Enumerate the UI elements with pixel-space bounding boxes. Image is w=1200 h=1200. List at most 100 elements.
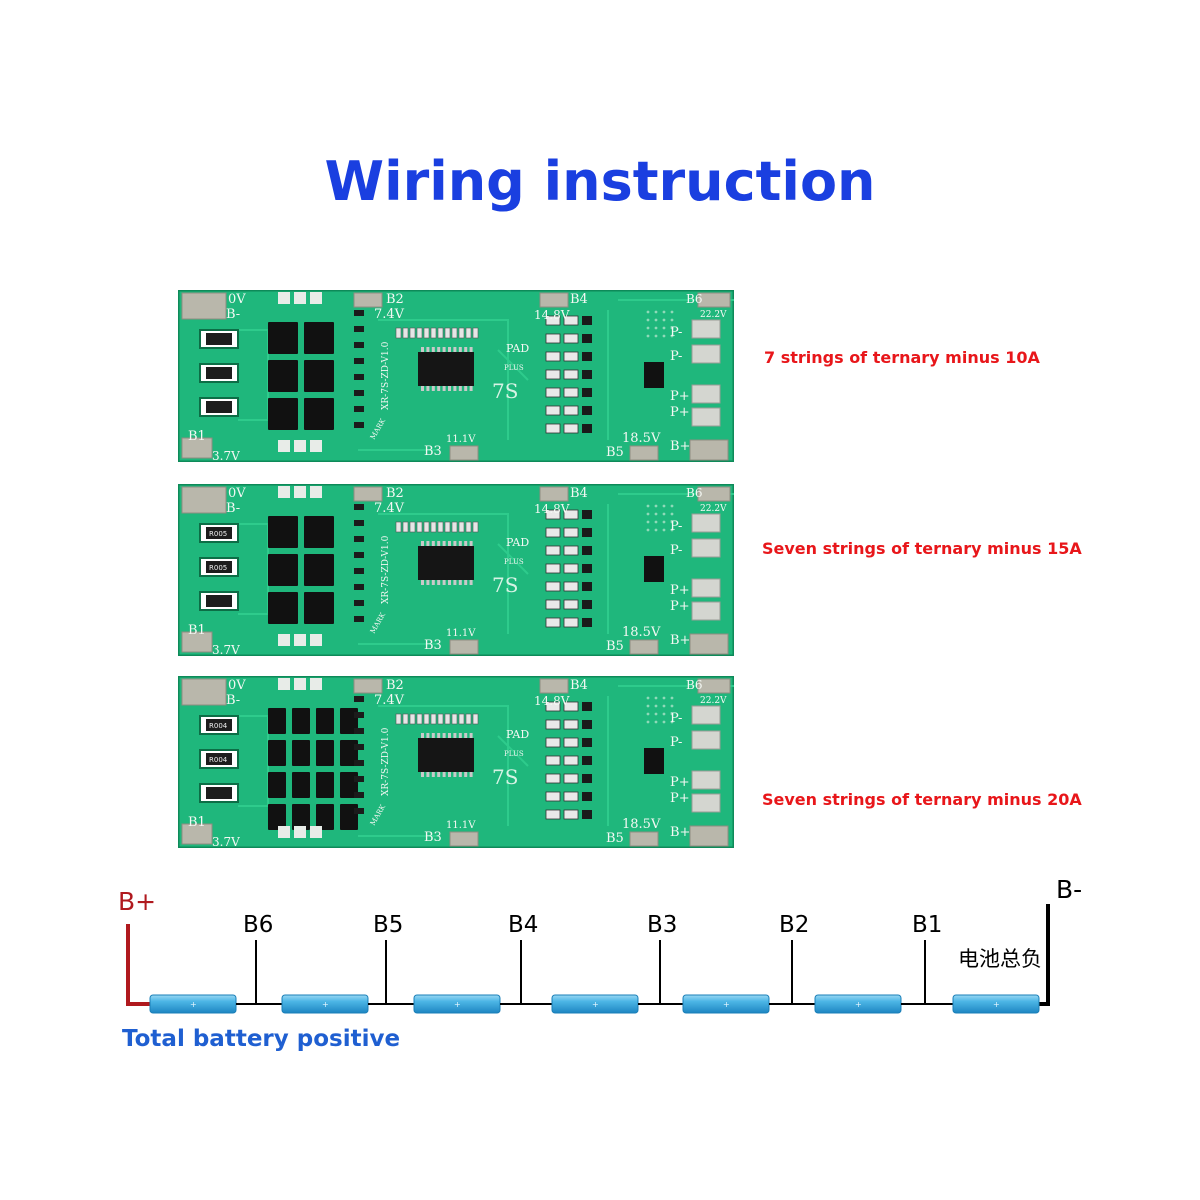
pad-b-plus bbox=[689, 439, 729, 461]
balance-transistor bbox=[582, 352, 592, 361]
balance-resistor bbox=[563, 809, 579, 820]
ic-pin bbox=[437, 733, 441, 738]
label-part-number: XR-7S-ZD-V1.0 bbox=[381, 727, 391, 796]
balance-resistor bbox=[545, 369, 561, 380]
cell-plus-mark: + bbox=[322, 1000, 329, 1009]
via bbox=[670, 318, 674, 322]
balance-resistor bbox=[545, 809, 561, 820]
balance-transistor bbox=[582, 600, 592, 609]
via bbox=[646, 712, 650, 716]
ic-pin bbox=[437, 386, 441, 391]
label-p-plus-2: P+ bbox=[670, 791, 690, 806]
mosfet bbox=[268, 322, 298, 354]
resistor-array bbox=[451, 713, 458, 725]
via bbox=[662, 720, 666, 724]
via bbox=[670, 704, 674, 708]
resistor-array bbox=[423, 521, 430, 533]
smd-pad bbox=[310, 292, 322, 304]
pad-b3 bbox=[449, 831, 479, 847]
resistor-array bbox=[430, 327, 437, 339]
label-p-plus-1: P+ bbox=[670, 389, 690, 404]
resistor-array bbox=[402, 521, 409, 533]
ic-pin bbox=[469, 772, 473, 777]
mosfet bbox=[304, 592, 334, 624]
via bbox=[654, 504, 658, 508]
smd-pad bbox=[294, 292, 306, 304]
protection-ic bbox=[418, 738, 474, 772]
label-model: 7S bbox=[492, 765, 518, 789]
ic-pin bbox=[458, 541, 462, 546]
pcb-drawing: 0VB-B27.4VB414.8VB622.2VP-P-P+P+B+B13.7V… bbox=[178, 290, 734, 462]
resistor-array bbox=[430, 713, 437, 725]
resistor bbox=[354, 520, 364, 526]
label-b5: B5 bbox=[606, 445, 624, 460]
mosfet bbox=[316, 772, 334, 798]
via bbox=[670, 326, 674, 330]
mosfet bbox=[268, 772, 286, 798]
label-p-minus-1: P- bbox=[670, 519, 682, 534]
label-model: 7S bbox=[492, 379, 518, 403]
balance-resistor bbox=[563, 581, 579, 592]
smd-pad bbox=[278, 634, 290, 646]
resistor-array bbox=[451, 327, 458, 339]
ic-pin bbox=[464, 772, 468, 777]
ic-pin bbox=[437, 580, 441, 585]
ic-pin bbox=[431, 772, 435, 777]
ic-pin bbox=[453, 733, 457, 738]
resistor-array bbox=[437, 327, 444, 339]
via bbox=[662, 512, 666, 516]
label-shunt-value: R004 bbox=[209, 722, 228, 730]
smd-pad bbox=[310, 678, 322, 690]
pad-b4 bbox=[539, 486, 569, 502]
balance-resistor bbox=[563, 617, 579, 628]
tap-label-b6: B6 bbox=[243, 912, 273, 938]
via bbox=[654, 334, 658, 338]
via bbox=[646, 520, 650, 524]
label-22v2: 22.2V bbox=[700, 310, 727, 320]
resistor bbox=[354, 342, 364, 348]
resistor bbox=[354, 326, 364, 332]
label-shunt-value: R004 bbox=[209, 756, 228, 764]
resistor bbox=[354, 536, 364, 542]
tap-label-b2: B2 bbox=[779, 912, 809, 938]
mosfet bbox=[268, 592, 298, 624]
smd-pad bbox=[310, 634, 322, 646]
ic-pin bbox=[442, 386, 446, 391]
board-caption-20a: Seven strings of ternary minus 20A bbox=[762, 790, 1082, 809]
protection-ic bbox=[418, 352, 474, 386]
via bbox=[646, 310, 650, 314]
ic-pin bbox=[453, 347, 457, 352]
label-b5: B5 bbox=[606, 639, 624, 654]
resistor bbox=[354, 390, 364, 396]
label-part-number: XR-7S-ZD-V1.0 bbox=[381, 535, 391, 604]
p-pad bbox=[691, 601, 721, 621]
resistor-array bbox=[416, 713, 423, 725]
ic-pin bbox=[437, 772, 441, 777]
resistor-array bbox=[395, 521, 402, 533]
label-b2: B2 bbox=[386, 678, 404, 693]
b-minus-wire bbox=[1038, 904, 1050, 1006]
via bbox=[662, 318, 666, 322]
resistor-array bbox=[395, 327, 402, 339]
ic-pin bbox=[437, 541, 441, 546]
resistor-array bbox=[458, 521, 465, 533]
label-b2: B2 bbox=[386, 292, 404, 307]
label-model: 7S bbox=[492, 573, 518, 597]
label-3v7: 3.7V bbox=[212, 449, 240, 462]
label-pad: PAD bbox=[506, 728, 529, 741]
ic-pin bbox=[442, 772, 446, 777]
label-7v4: 7.4V bbox=[374, 307, 405, 322]
pad-zero-v bbox=[181, 486, 227, 514]
mosfet bbox=[340, 740, 358, 766]
total-negative-label: 电池总负 bbox=[958, 947, 1042, 971]
mosfet bbox=[340, 804, 358, 830]
label-3v7: 3.7V bbox=[212, 835, 240, 848]
mosfet bbox=[268, 554, 298, 586]
mosfet bbox=[304, 360, 334, 392]
balance-resistor bbox=[563, 387, 579, 398]
resistor-array bbox=[458, 327, 465, 339]
via bbox=[654, 696, 658, 700]
smd-pad bbox=[310, 486, 322, 498]
balance-resistor bbox=[563, 737, 579, 748]
ic-pin bbox=[431, 541, 435, 546]
